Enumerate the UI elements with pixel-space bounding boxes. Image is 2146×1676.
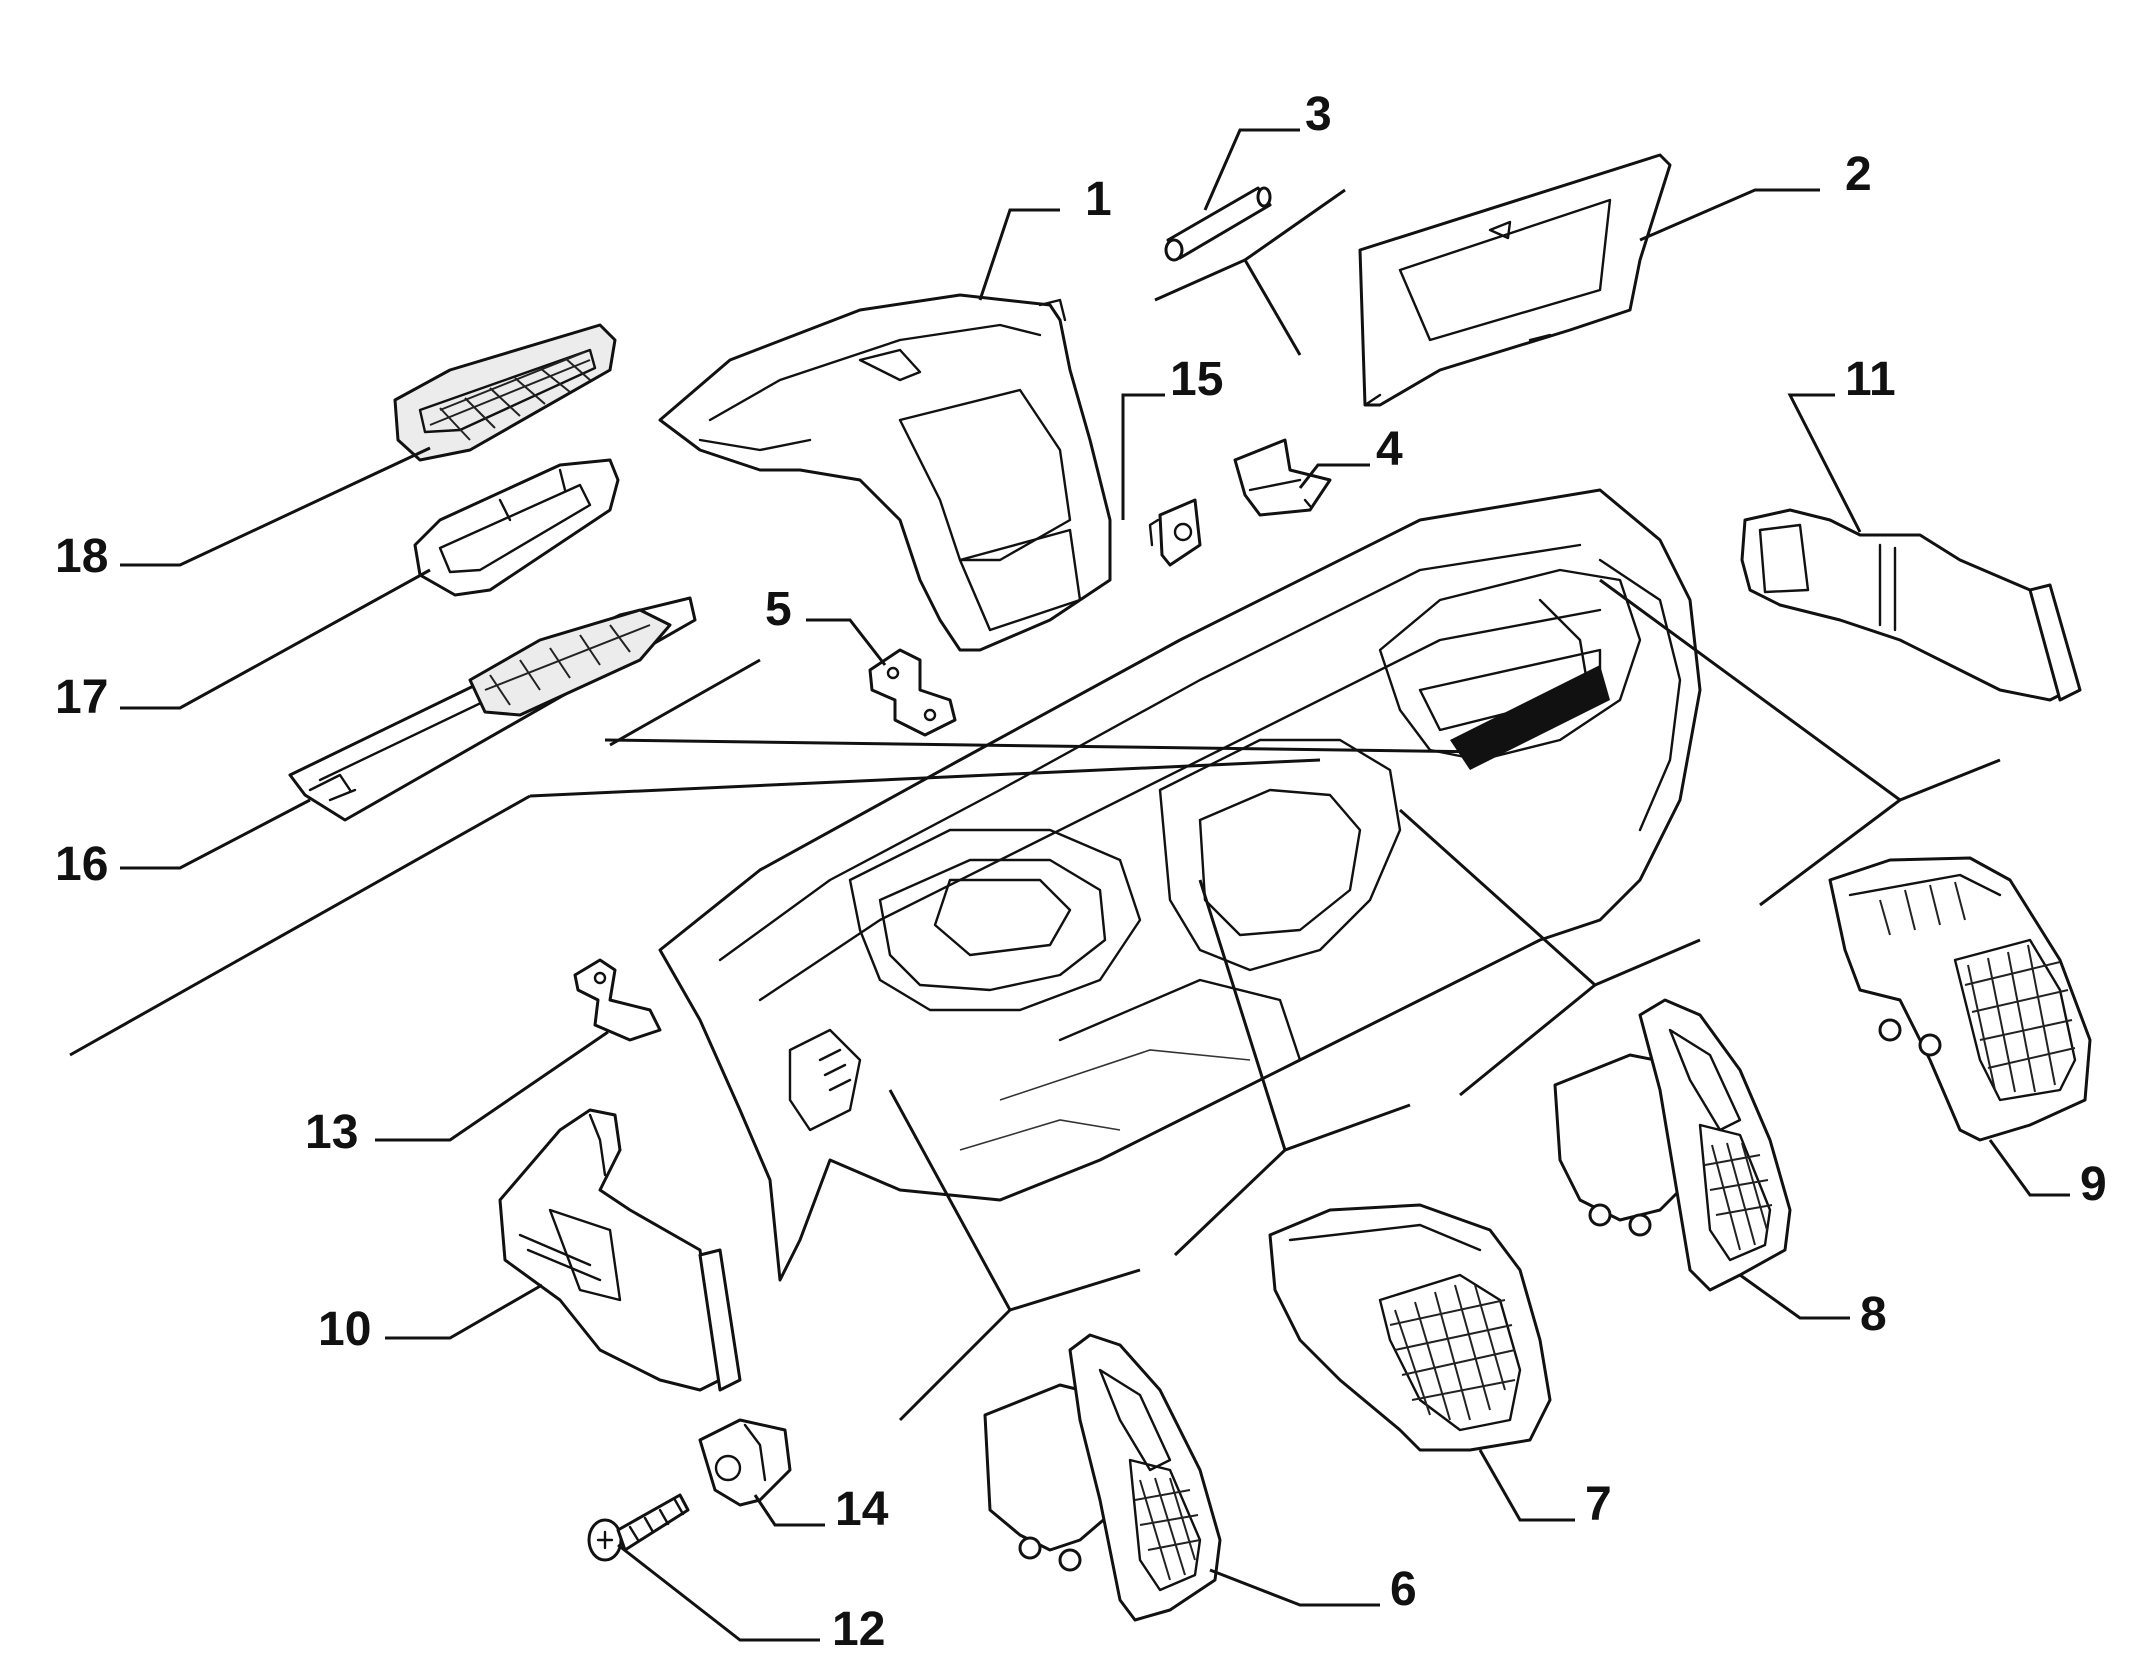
leader-long-c <box>609 658 761 747</box>
callout-8: 8 <box>1860 1288 1887 1341</box>
part-6-air-vent <box>983 1333 1222 1622</box>
leader-14 <box>753 1494 825 1527</box>
callout-numbers: 1 2 3 4 5 6 7 8 9 10 11 12 13 14 15 16 1… <box>55 88 2107 1656</box>
leader-16 <box>120 798 311 870</box>
leader-13 <box>375 1030 609 1142</box>
part-8-air-vent <box>1553 998 1792 1292</box>
leader-11-c <box>1759 798 1901 907</box>
leader-9 <box>1988 1139 2070 1197</box>
callout-2: 2 <box>1845 148 1872 201</box>
callout-5: 5 <box>765 583 792 636</box>
leader-18 <box>120 446 431 567</box>
leader-15 <box>1121 393 1165 520</box>
dashboard-body <box>658 488 1702 1282</box>
part-14-clip-nut <box>698 1418 792 1507</box>
leader-12 <box>617 1543 820 1642</box>
leader-4 <box>1298 463 1370 489</box>
part-12-screw <box>587 1493 690 1562</box>
leader-17 <box>120 568 431 710</box>
part-16-panel <box>288 596 697 822</box>
part-9-air-vent <box>1828 856 2092 1142</box>
leader-10 <box>385 1283 543 1340</box>
callout-1: 1 <box>1085 173 1112 226</box>
callout-9: 9 <box>2080 1158 2107 1211</box>
leader-7 <box>1478 1449 1575 1522</box>
callout-12: 12 <box>832 1603 885 1656</box>
callout-7: 7 <box>1585 1478 1612 1531</box>
callout-17: 17 <box>55 671 108 724</box>
part-3-pin <box>1164 186 1272 262</box>
leader-long-a <box>529 758 1321 798</box>
part-17-frame <box>413 458 620 597</box>
leader-2 <box>1639 188 1820 242</box>
part-2-glovebox-lid <box>1358 153 1672 407</box>
leader-8 <box>1739 1273 1850 1320</box>
part-11-air-duct <box>1740 508 2082 702</box>
callout-4: 4 <box>1376 423 1403 476</box>
part-5-bracket <box>868 648 957 737</box>
part-1-cluster-hood <box>658 293 1112 652</box>
leader-3-c <box>1243 259 1302 356</box>
callout-14: 14 <box>835 1483 889 1536</box>
leader-6 <box>1209 1568 1380 1607</box>
leader-7-c <box>1173 1148 1287 1257</box>
callout-15: 15 <box>1170 353 1223 406</box>
leader-lines <box>69 128 2070 1642</box>
callout-6: 6 <box>1390 1563 1417 1616</box>
callout-10: 10 <box>318 1303 371 1356</box>
callout-3: 3 <box>1305 88 1332 141</box>
callout-13: 13 <box>305 1106 358 1159</box>
part-10-air-duct <box>498 1108 742 1392</box>
part-7-air-vent <box>1268 1203 1552 1452</box>
leader-8-c <box>1459 983 1596 1097</box>
leader-1 <box>978 208 1060 301</box>
leader-3 <box>1203 128 1300 211</box>
part-15-clip <box>1148 498 1202 567</box>
part-4-bracket <box>1233 438 1332 517</box>
leader-6-c <box>898 1308 1012 1422</box>
leader-16-dash <box>604 738 1491 754</box>
leader-5 <box>806 618 887 666</box>
callout-16: 16 <box>55 838 108 891</box>
leader-11 <box>1787 393 1862 533</box>
leader-long-b <box>69 794 531 1057</box>
part-13-bracket <box>573 958 662 1042</box>
callout-18: 18 <box>55 530 108 583</box>
callout-11: 11 <box>1845 353 1896 406</box>
part-18-grille <box>393 323 617 462</box>
